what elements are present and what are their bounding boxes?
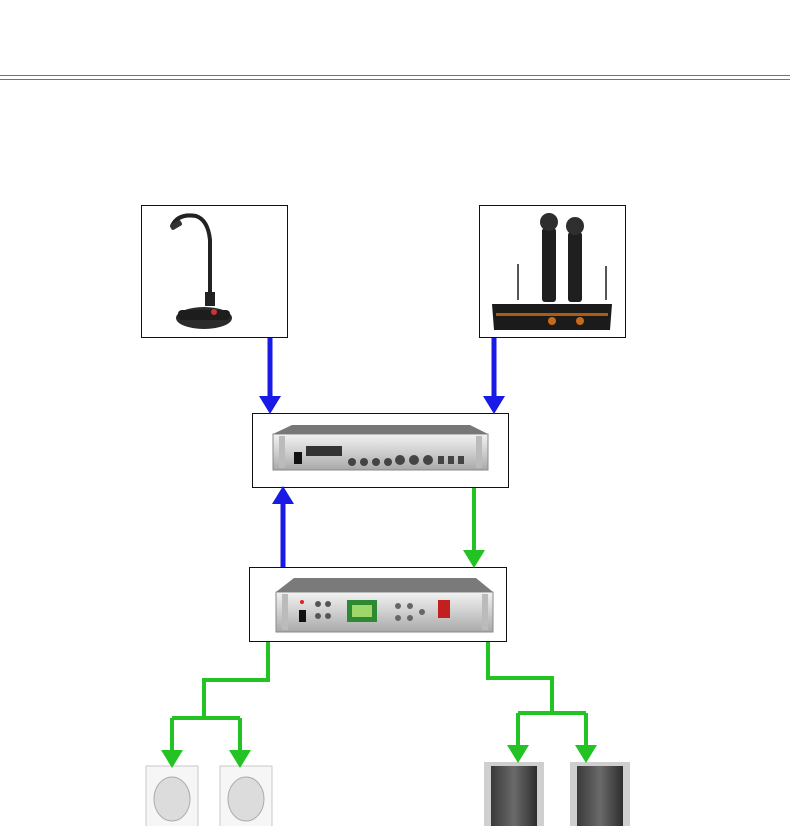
green-signal-lines <box>170 488 588 752</box>
blue-signal-lines <box>259 338 505 567</box>
mixer-rack-icon <box>272 425 489 471</box>
wireless-microphone-icon <box>492 213 612 330</box>
gooseneck-microphone-icon <box>170 213 232 329</box>
wall-speaker-icon <box>145 765 273 826</box>
header-rule-top <box>0 75 790 76</box>
green-arrowheads <box>161 550 597 768</box>
column-speaker-icon <box>484 762 630 826</box>
header-rule-bottom <box>0 79 790 80</box>
amplifier-rack-icon <box>275 578 494 633</box>
